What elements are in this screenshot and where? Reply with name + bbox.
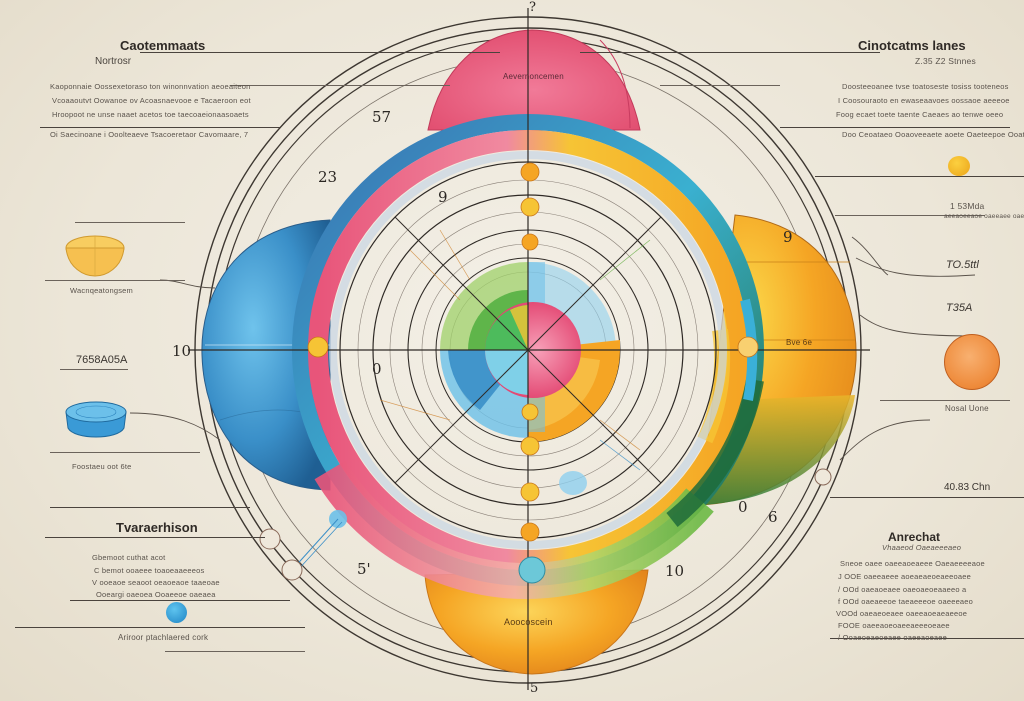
guide-line: [830, 497, 1024, 499]
panel-title: Cinotcatms lanes: [858, 38, 966, 53]
wheel-number: 0: [738, 498, 748, 516]
guide-line: [835, 215, 985, 216]
panel-line: Sneoe oaee oaeeaoeaeee Oaeaeeeeaoe: [840, 559, 985, 568]
panel-line: / Ooaeoeaeoeaee oaeeaoeaee: [838, 633, 948, 642]
top-axis-label: ?: [529, 0, 536, 15]
right-item-label: T35A: [946, 302, 973, 314]
panel-line: Doo Ceoataeo Ooaoveeaete aoete Oaeteepoe…: [842, 130, 1024, 139]
wheel-number: 10: [665, 562, 685, 580]
panel-line: Hroopoot ne unse naaet acetos toe taecoa…: [52, 110, 249, 119]
panel-line: I Coosouraoto en ewaseaavoes oossaoe aee…: [838, 96, 1010, 105]
dot-label: Ariroor ptachlaered cork: [118, 633, 209, 642]
blue-dish-icon: [64, 398, 128, 442]
right-sphere-label: Bve 6e: [786, 338, 813, 347]
right-item-label: TO.5ttl: [946, 259, 979, 271]
wheel-number: 0: [372, 360, 382, 378]
orange-sphere-icon: [944, 334, 1000, 390]
panel-line: f OOd oaeaeeoe taeaeeeoe oaeeeaeo: [838, 597, 974, 606]
right-item-label: 40.83 Chn: [944, 482, 991, 493]
panel-title: Tvaraerhison: [116, 520, 198, 535]
panel-subtitle: Vhaaeod Oaeaeeeaeo: [882, 543, 962, 552]
panel-subtitle: Z.35 Z2 Stnnes: [915, 56, 976, 66]
right-item-label: Nosal Uone: [945, 404, 989, 413]
guide-line: [45, 280, 185, 281]
guide-line: [780, 127, 1010, 129]
guide-line: [45, 537, 265, 539]
left-value-label: 7658A05A: [76, 354, 128, 366]
yellow-dot-icon: [948, 156, 970, 176]
panel-title: Anrechat: [888, 530, 941, 544]
guide-line: [140, 52, 500, 54]
wheel-number: 9: [438, 188, 448, 206]
wheel-number: 57: [372, 108, 392, 126]
guide-line: [230, 85, 450, 86]
panel-line: J OOE oaeeaeee aoeaeaeoeaeeoaee: [838, 572, 971, 581]
panel-line: Ooeargi oaeoea Ooaeeoe oaeaea: [96, 590, 216, 599]
panel-subtitle: Nortrosr: [95, 56, 132, 67]
panel-line: V ooeaoe seaoot oeaoeaoe taaeoae: [92, 578, 220, 587]
wheel-number: 10: [172, 342, 192, 360]
guide-line: [50, 452, 200, 453]
panel-line: FOOE oaeeaoeoaeeaeeeoeaee: [838, 621, 950, 630]
right-item-sub: aeeaoeeaoe oaeeaee oaeeaeee: [944, 213, 1024, 220]
guide-line: [880, 400, 1010, 401]
panel-line: Doosteeoanee tvse toatoseste tosiss toot…: [842, 82, 1009, 91]
left-item-label: Wacnqeatongsem: [70, 286, 133, 295]
blue-dot-icon: [166, 602, 187, 623]
right-item-label: 1 53Mda: [950, 201, 985, 211]
guide-line: [660, 85, 780, 86]
wheel-number: 23: [318, 168, 338, 186]
panel-line: Foog ecaet toete taente Caeaes ao tenwe …: [836, 110, 1004, 119]
panel-line: C bemot ooaeee toaoeaaeeeos: [94, 566, 205, 575]
bottom-axis-label: 5: [530, 681, 539, 696]
left-item-label: Foostaeu oot 6te: [72, 462, 132, 471]
guide-line: [75, 222, 185, 223]
top-dome-label: Aevernoncemen: [503, 72, 564, 81]
guide-line: [60, 369, 128, 370]
panel-line: VOOd oaeaeoeaee oaeeaoeaeaeeoe: [836, 609, 968, 618]
guide-line: [580, 52, 880, 54]
guide-line: [40, 127, 280, 129]
panel-title: Caotemmaats: [120, 38, 206, 53]
panel-line: Oi Saecinoane i Ooolteaeve Tsacoeretaor …: [50, 130, 249, 139]
wheel-number: 9: [783, 228, 793, 246]
bottom-dome-label: Aoocoscein: [504, 617, 553, 627]
panel-line: Kaoponnaie Oossexetoraso ton winonnvatio…: [50, 82, 251, 91]
yellow-bowl-icon: [64, 232, 126, 278]
wheel-number: 5': [357, 560, 371, 578]
wheel-number: 6: [768, 508, 778, 526]
guide-line: [70, 600, 290, 602]
guide-line: [50, 507, 250, 509]
panel-line: Vcoaaoutvt Oowanoe ov Acoasnaevooe e Tac…: [52, 96, 251, 105]
guide-line: [830, 638, 1024, 640]
guide-line: [165, 651, 305, 652]
panel-line: Gbemoot cuthat acot: [92, 553, 166, 562]
panel-line: / OOd oaeaoeaee oaeoaeoeaaeeo a: [838, 585, 967, 594]
guide-line: [815, 176, 1024, 178]
guide-line: [15, 627, 305, 629]
